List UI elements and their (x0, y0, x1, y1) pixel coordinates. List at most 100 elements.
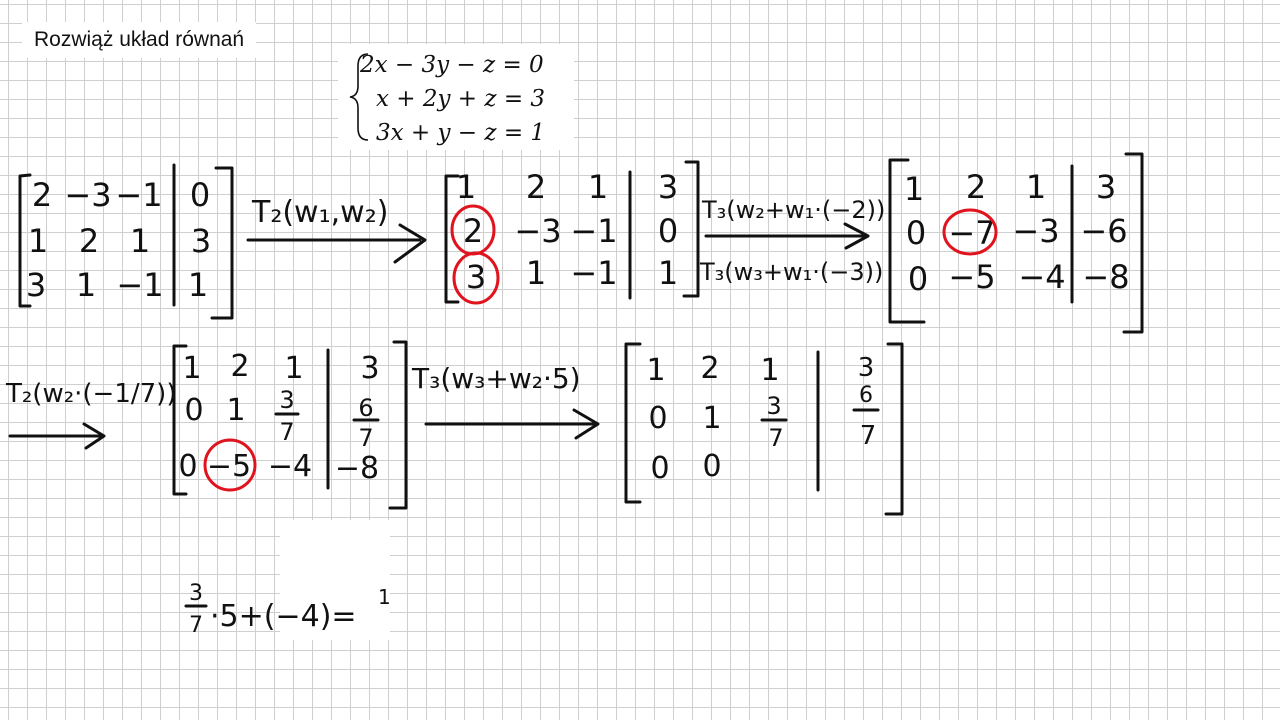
calc-frac-num: 3 (189, 581, 203, 606)
matrix-3-cell: 0 (908, 260, 928, 298)
matrix-1-cell: 2 (32, 176, 52, 214)
matrix-5-frac-den: 7 (860, 421, 877, 451)
matrix-2-cell: 3 (658, 168, 678, 206)
whitepatch (280, 520, 390, 640)
matrix-3-left-bracket (888, 158, 926, 324)
matrix-3-cell: −6 (1080, 212, 1127, 250)
matrix-2-cell: −1 (570, 212, 617, 250)
matrix-5-frac-num: 6 (859, 383, 873, 408)
matrix-4-cell: 0 (178, 449, 197, 484)
pivot-circle (452, 251, 500, 305)
page-title: Rozwiąż układ równań (22, 22, 257, 58)
matrix-3-cell: 0 (906, 214, 926, 252)
calc-frac-den: 7 (189, 613, 203, 638)
matrix-5-cell: 0 (702, 449, 721, 484)
matrix-1-cell: 0 (190, 176, 210, 214)
matrix-4-frac-num: 6 (358, 394, 373, 422)
matrix-3-cell: −3 (1012, 212, 1059, 250)
matrix-5-left-bracket (624, 342, 642, 504)
matrix-2: 1 2 1 3 2 −3 −1 0 3 1 −1 1 (444, 160, 700, 305)
matrix-5-frac-den: 7 (768, 424, 783, 452)
matrix-1-cell: −1 (116, 266, 163, 304)
matrix-2-cell: 2 (463, 212, 483, 250)
operation-5-label: T₃(w₃+w₂·5) (411, 362, 581, 395)
matrix-1-cell: 3 (26, 266, 46, 304)
matrix-5: 1 2 1 3 0 1 3 7 6 7 0 0 (624, 342, 904, 516)
matrix-4-frac-num: 3 (279, 386, 294, 414)
matrix-1-cell: 1 (130, 222, 150, 260)
operation-3-label: T₃(w₃+w₁·(−3)) (699, 258, 883, 286)
matrix-3-cell: 1 (904, 170, 924, 208)
matrix-3-cell: 2 (966, 168, 986, 206)
matrix-2-left-bracket (444, 174, 460, 304)
matrix-2-cell: 1 (588, 168, 608, 206)
matrix-5-cell: 2 (700, 351, 719, 386)
matrix-1-cell: 1 (28, 222, 48, 260)
matrix-5-cell: 0 (648, 401, 667, 436)
operation-4-arrow (8, 422, 106, 450)
matrix-3-cell: −7 (948, 214, 995, 252)
matrix-5-cell: 3 (858, 353, 875, 383)
matrix-5-right-bracket (884, 342, 904, 516)
equation-3: 3x + y − z = 1 (376, 120, 546, 146)
matrix-4-cell: 3 (360, 351, 379, 386)
matrix-1-cell: 1 (188, 266, 208, 304)
matrix-4-cell: −4 (268, 449, 312, 484)
matrix-2-right-bracket (682, 160, 700, 298)
operation-1-label: T₂(w₁,w₂) (251, 195, 388, 230)
operation-4-label: T₂(w₂·(−1/7)) (5, 379, 176, 409)
matrix-1: 2 −3 −1 0 1 2 1 3 3 1 −1 1 (18, 163, 234, 320)
operation-2-3-arrow (704, 222, 870, 250)
matrix-4-left-bracket (172, 344, 188, 496)
matrix-2-cell: 1 (456, 168, 476, 206)
matrix-4-frac-den: 7 (358, 424, 373, 452)
matrix-3-cell: 3 (1096, 168, 1116, 206)
matrix-4-frac-den: 7 (279, 418, 294, 446)
equation-1: 2x − 3y − z = 0 (360, 52, 544, 78)
matrix-4-cell: −5 (207, 449, 251, 484)
operation-2-label: T₃(w₂+w₁·(−2)) (701, 196, 885, 224)
pivot-circle (942, 208, 998, 256)
matrix-2-cell: −1 (570, 254, 617, 292)
matrix-5-cell: 1 (760, 353, 779, 388)
calc-expression: ·5+(−4)= (210, 599, 357, 634)
matrix-5-cell: 0 (650, 451, 669, 486)
matrix-5-frac-num: 3 (766, 392, 781, 420)
matrix-3-right-bracket (1122, 152, 1144, 334)
matrix-2-cell: 1 (526, 254, 546, 292)
pivot-circle (203, 438, 257, 492)
matrix-4-cell: 1 (226, 393, 245, 428)
matrix-2-cell: −3 (514, 212, 561, 250)
matrix-1-cell: −1 (115, 176, 162, 214)
matrix-5-cell: 1 (646, 353, 665, 388)
matrix-1-right-bracket (210, 166, 234, 320)
matrix-4-right-bracket (388, 340, 408, 510)
matrix-1-cell: 1 (76, 266, 96, 304)
matrix-4: 1 2 1 3 0 1 3 7 6 7 0 −5 −4 −8 (172, 340, 408, 510)
matrix-1-cell: −3 (64, 176, 111, 214)
matrix-3-cell: −4 (1018, 258, 1065, 296)
matrix-4-cell: 2 (230, 349, 249, 384)
matrix-3-cell: −8 (1082, 258, 1129, 296)
matrix-4-cell: 0 (184, 393, 203, 428)
matrix-1-left-bracket (18, 173, 32, 308)
equation-2: x + 2y + z = 3 (376, 86, 546, 112)
equation-system: 2x − 3y − z = 0 x + 2y + z = 3 3x + y − … (338, 44, 574, 150)
system-brace (349, 53, 369, 141)
matrix-3-cell: 1 (1026, 168, 1046, 206)
matrix-4-cell: 1 (284, 351, 303, 386)
matrix-4-cell: 1 (182, 351, 201, 386)
matrix-3: 1 2 1 3 0 −7 −3 −6 0 −5 −4 −8 (888, 152, 1144, 334)
matrix-2-cell: 3 (466, 258, 486, 296)
operation-1-arrow (246, 223, 427, 264)
matrix-2-cell: 2 (526, 168, 546, 206)
matrix-3-cell: −5 (948, 258, 995, 296)
calculation: 3 7 ·5+(−4)= 1 (184, 581, 391, 638)
matrix-1-cell: 2 (79, 222, 99, 260)
matrix-1-cell: 3 (191, 222, 211, 260)
operation-5-arrow (424, 408, 600, 440)
matrix-2-cell: 0 (658, 212, 678, 250)
calc-partial-result: 1 (378, 585, 391, 609)
matrix-5-cell: 1 (702, 401, 721, 436)
